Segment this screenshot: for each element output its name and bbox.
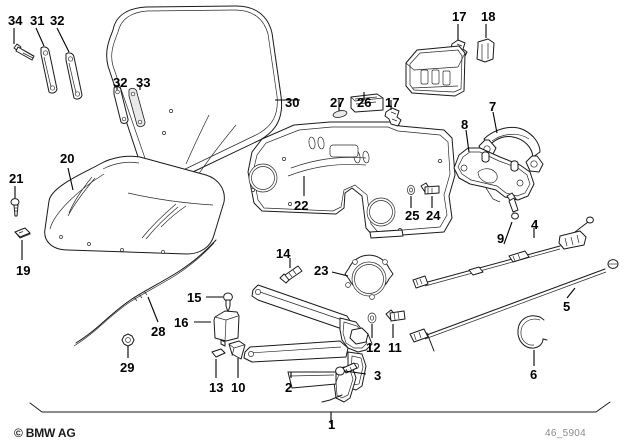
part-3-bolt (335, 362, 367, 376)
callout-10: 10 (231, 380, 246, 395)
callout-14: 14 (276, 246, 291, 261)
part-19-clip-nut (14, 227, 31, 260)
callout-23: 23 (314, 263, 329, 278)
part-32-strap-bracket (56, 27, 83, 100)
part-16-rubber-buffer (194, 310, 240, 347)
callout-17-top: 17 (452, 9, 467, 24)
callout-25: 25 (405, 208, 420, 223)
callout-31: 31 (30, 13, 45, 28)
callout-5: 5 (563, 299, 571, 314)
callout-21: 21 (9, 171, 24, 186)
part-10-small-clip (228, 340, 246, 378)
callout-28: 28 (151, 324, 166, 339)
callout-6: 6 (530, 367, 538, 382)
callout-24: 24 (426, 208, 441, 223)
part-15-push-pin (206, 292, 233, 313)
part-4-wiring-harness (412, 216, 594, 289)
callout-2: 2 (285, 380, 293, 395)
callout-33: 33 (136, 75, 151, 90)
callout-13: 13 (209, 380, 224, 395)
part-28-bowden-cable (73, 239, 217, 347)
part-9-screw (503, 192, 519, 245)
part-18-grommet-clip (476, 24, 495, 63)
callout-34: 34 (8, 13, 23, 28)
part-27-oval-plug (332, 100, 348, 118)
callout-22: 22 (294, 198, 309, 213)
part-11-bolt (385, 309, 406, 338)
drawing-number: 46_5904 (545, 428, 587, 439)
part-32-windshield-strap (113, 85, 129, 124)
part-33-windshield-strap (128, 85, 146, 128)
callout-16: 16 (174, 315, 189, 330)
callout-8: 8 (461, 117, 469, 132)
part-22-instrument-panel-trim (247, 121, 456, 239)
part-24-bolt (420, 182, 440, 208)
callout-4: 4 (531, 217, 539, 232)
part-34-screw (13, 28, 35, 61)
callout-29: 29 (120, 360, 135, 375)
callout-12: 12 (366, 340, 381, 355)
callout-19: 19 (16, 263, 31, 278)
callout-11: 11 (388, 340, 402, 355)
callout-32-top: 32 (50, 13, 65, 28)
part-17-clip (384, 100, 402, 127)
vent-trim-panel (405, 45, 466, 97)
callout-30: 30 (285, 95, 300, 110)
callout-18: 18 (481, 9, 496, 24)
part-25-washer (407, 185, 415, 208)
part-13-small-clip (211, 348, 226, 378)
part-8-support-casting (453, 129, 535, 203)
part-29-rosette-nut (121, 333, 135, 358)
callout-1: 1 (328, 417, 336, 432)
callout-26: 26 (357, 95, 372, 110)
copyright-notice: © BMW AG (14, 426, 76, 440)
part-23-speaker-ring-mount (331, 254, 394, 300)
assembly-bracket-1 (29, 401, 611, 424)
part-5-wiring-harness-lower (409, 259, 619, 352)
part-31-strap-bracket (35, 27, 58, 94)
part-14-long-bolt (279, 258, 303, 284)
callout-9: 9 (497, 231, 505, 246)
callout-7: 7 (489, 99, 497, 114)
callout-3: 3 (374, 368, 382, 383)
part-21-screw (10, 186, 20, 217)
callout-32: 32 (113, 75, 128, 90)
part-6-retaining-clip (517, 315, 548, 366)
callout-27: 27 (330, 95, 345, 110)
callout-20: 20 (60, 151, 75, 166)
part-26-cover-cap (350, 92, 384, 113)
part-20-lower-fairing (44, 155, 225, 255)
callout-15: 15 (187, 290, 202, 305)
callout-17: 17 (385, 95, 400, 110)
part-12-washer (367, 312, 377, 338)
part-2-fairing-frame (243, 284, 373, 403)
